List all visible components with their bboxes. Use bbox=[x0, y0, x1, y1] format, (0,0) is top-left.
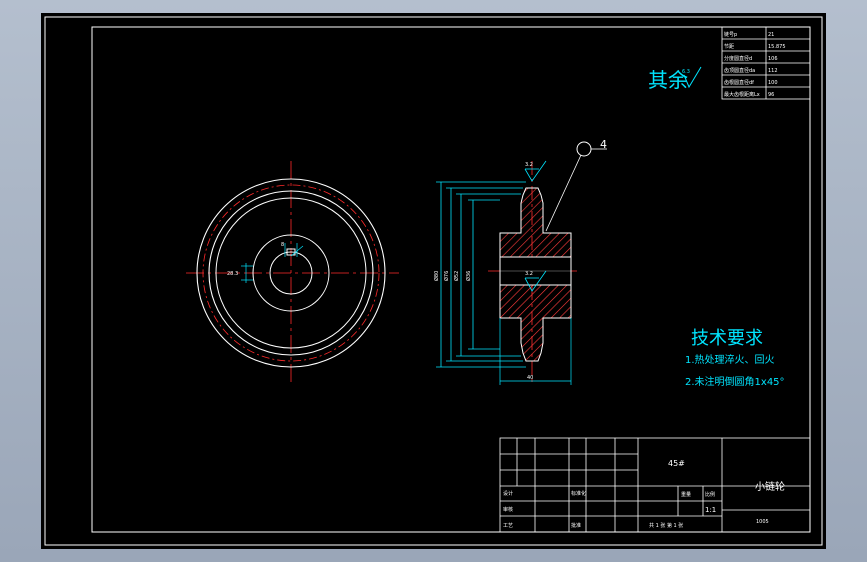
title-block-text: 45# 小链轮 重量 比例 1:1 1005 设计 标准化 审核 工艺 批准 共… bbox=[503, 459, 785, 529]
diameter-label: Ø36 bbox=[465, 271, 472, 281]
part-name: 小链轮 bbox=[755, 480, 785, 493]
param-label: 分度圆直径d bbox=[724, 55, 752, 62]
material: 45# bbox=[668, 459, 685, 468]
roughness-note: 其余 6.3 bbox=[648, 66, 702, 92]
param-label: 最大齿根距离Lx bbox=[724, 91, 760, 98]
param-label: 节距 bbox=[724, 44, 734, 50]
roughness-note-text: 其余 bbox=[648, 68, 688, 92]
hub-dimension: 28.3 bbox=[227, 271, 238, 277]
scale-value: 1:1 bbox=[705, 506, 716, 514]
diameter-label: Ø52 bbox=[453, 271, 460, 281]
roughness-note-value: 6.3 bbox=[682, 69, 690, 75]
drawing-number: 1005 bbox=[756, 519, 769, 525]
width-dimension: 40 bbox=[527, 375, 533, 381]
design-label: 设计 bbox=[503, 490, 513, 497]
keyway-dimension: 8 bbox=[281, 242, 284, 248]
param-value: 96 bbox=[768, 92, 774, 98]
param-value: 15.875 bbox=[768, 44, 786, 50]
param-value: 106 bbox=[768, 56, 778, 62]
surface-mark: 3.2 bbox=[525, 162, 533, 168]
craft-label: 工艺 bbox=[503, 523, 513, 529]
title-block bbox=[499, 437, 811, 533]
front-view: 8 28.3 bbox=[186, 161, 399, 385]
tech-req-title: 技术要求 bbox=[691, 328, 763, 349]
side-view: 3.2 3.2 4 Ø80 Ø76 Ø52 Ø36 40 bbox=[433, 138, 607, 385]
tech-req-item: 2.未注明倒圆角1x45° bbox=[685, 375, 785, 388]
diameter-label: Ø76 bbox=[443, 271, 450, 281]
param-label: 链号p bbox=[724, 31, 737, 38]
surface-mark: 3.2 bbox=[525, 271, 533, 277]
diameter-label: Ø80 bbox=[433, 271, 440, 281]
outer-border bbox=[44, 16, 823, 546]
param-label: 齿顶圆直径da bbox=[724, 67, 755, 74]
balloon-number: 4 bbox=[600, 138, 607, 151]
inner-border bbox=[91, 26, 811, 533]
drawing-sheet: 链号p 21 节距 15.875 分度圆直径d 106 齿顶圆直径da 112 … bbox=[41, 13, 826, 549]
tech-requirements: 技术要求 1.热处理淬火、回火 2.未注明倒圆角1x45° bbox=[685, 328, 785, 388]
param-label: 齿根圆直径df bbox=[724, 79, 754, 86]
scale-label: 比例 bbox=[705, 491, 715, 498]
standardization-label: 标准化 bbox=[571, 490, 586, 497]
param-table: 链号p 21 节距 15.875 分度圆直径d 106 齿顶圆直径da 112 … bbox=[721, 26, 811, 100]
param-value: 21 bbox=[768, 32, 774, 38]
weight-label: 重量 bbox=[681, 491, 691, 498]
sheet-info: 共 1 张 第 1 张 bbox=[649, 522, 683, 529]
drawing-canvas: 链号p 21 节距 15.875 分度圆直径d 106 齿顶圆直径da 112 … bbox=[44, 16, 823, 546]
tech-req-item: 1.热处理淬火、回火 bbox=[685, 353, 775, 366]
approve-label: 批准 bbox=[571, 522, 581, 529]
param-value: 112 bbox=[768, 68, 778, 74]
review-label: 审核 bbox=[503, 506, 513, 513]
param-value: 100 bbox=[768, 80, 778, 86]
